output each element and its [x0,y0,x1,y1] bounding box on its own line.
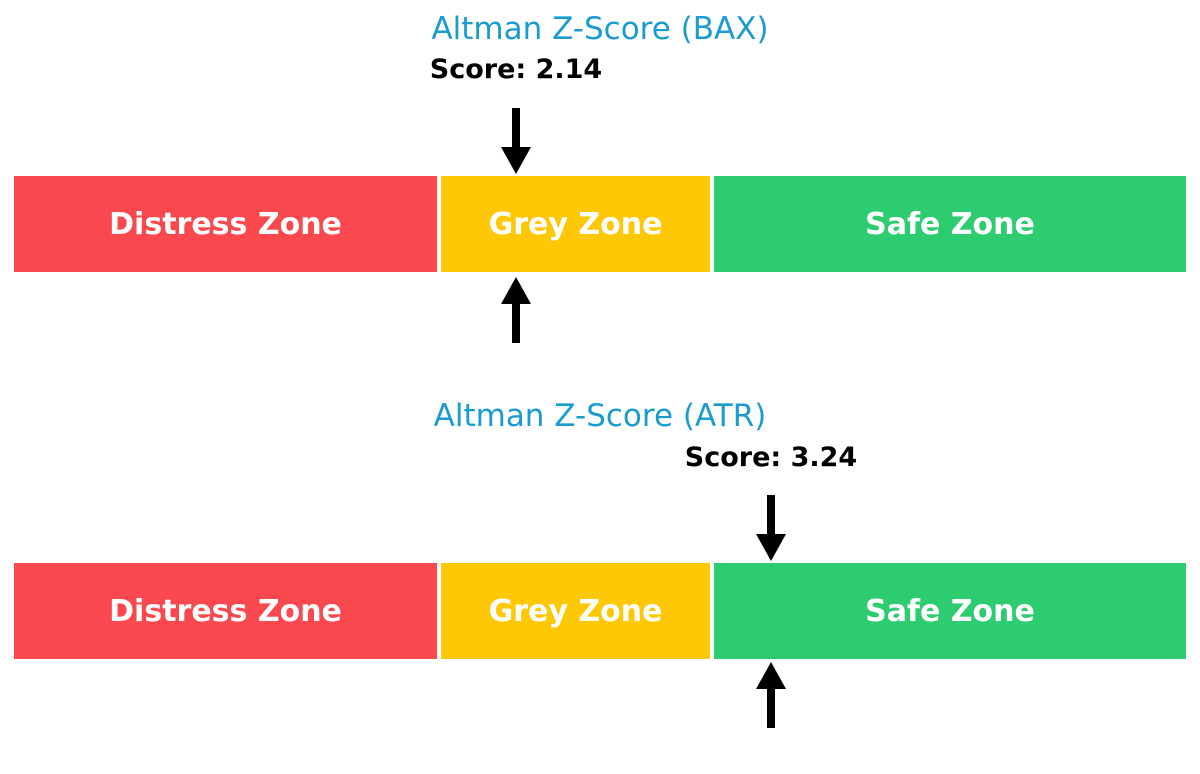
score-arrow-down-icon [754,495,788,561]
score-label-atr: Score: 3.24 [684,442,858,473]
score-arrow-up-icon [754,662,788,728]
zone-safe: Safe Zone [714,176,1186,272]
zone-grey: Grey Zone [441,176,711,272]
zone-label-distress: Distress Zone [109,593,342,629]
up-arrow-glyph [756,662,786,728]
zone-safe: Safe Zone [714,563,1186,659]
zone-grey: Grey Zone [441,563,711,659]
zone-bar-atr: Distress Zone Grey Zone Safe Zone [0,563,1200,659]
up-arrow-glyph [501,277,531,343]
zone-label-safe: Safe Zone [865,206,1035,242]
zone-distress: Distress Zone [14,176,438,272]
score-label-bax: Score: 2.14 [429,54,603,85]
zone-label-safe: Safe Zone [865,593,1035,629]
down-arrow-glyph [756,495,786,561]
zone-distress: Distress Zone [14,563,438,659]
zone-label-grey: Grey Zone [488,206,663,242]
zone-label-grey: Grey Zone [488,593,663,629]
score-arrow-up-icon [499,277,533,343]
zone-bar-bax: Distress Zone Grey Zone Safe Zone [0,176,1200,272]
zone-label-distress: Distress Zone [109,206,342,242]
down-arrow-glyph [501,108,531,174]
chart-title-bax: Altman Z-Score (BAX) [431,11,769,47]
chart-title-atr: Altman Z-Score (ATR) [433,398,767,434]
score-arrow-down-icon [499,108,533,174]
